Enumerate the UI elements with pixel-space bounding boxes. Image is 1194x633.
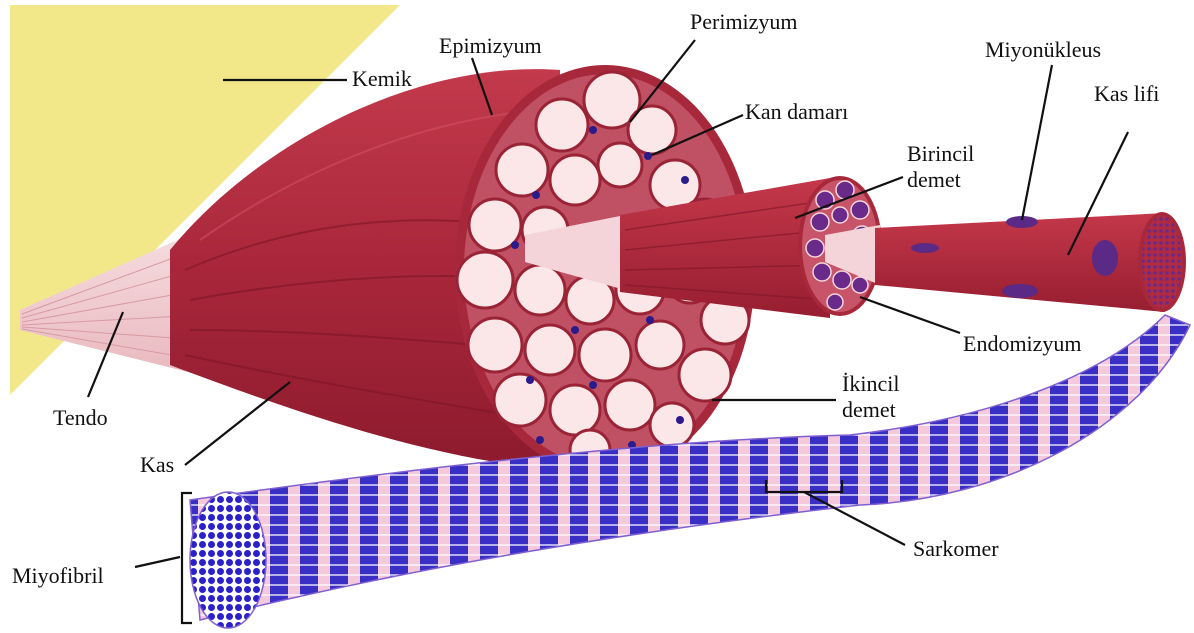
label-endomizyum: Endomizyum: [963, 331, 1082, 356]
label-ikincil-demet-line1: İkincil: [842, 371, 899, 396]
label-kas-lifi: Kas lifi: [1094, 81, 1159, 106]
label-birincil-demet-line2: demet: [907, 167, 961, 192]
label-miyonukleus: Miyonükleus: [985, 37, 1101, 62]
label-kemik: Kemik: [352, 66, 412, 91]
leader-line-kas: [185, 382, 290, 465]
label-kan-damari: Kan damarı: [745, 99, 848, 124]
label-birincil-demet-line1: Birincil: [907, 141, 974, 166]
label-ikincil-demet-line2: demet: [842, 397, 896, 422]
leader-line-miyonukleus: [1022, 65, 1052, 220]
leader-line-endomizyum: [860, 297, 960, 333]
label-kas: Kas: [140, 452, 174, 477]
label-tendo: Tendo: [53, 405, 108, 430]
muscle-fiber-shape: [825, 212, 1186, 312]
label-miyofibril: Miyofibril: [12, 563, 104, 588]
label-perimizyum: Perimizyum: [690, 9, 798, 34]
label-epimizyum: Epimizyum: [439, 33, 542, 58]
leader-line-miyofibril: [135, 557, 180, 567]
label-sarkomer: Sarkomer: [913, 536, 999, 561]
